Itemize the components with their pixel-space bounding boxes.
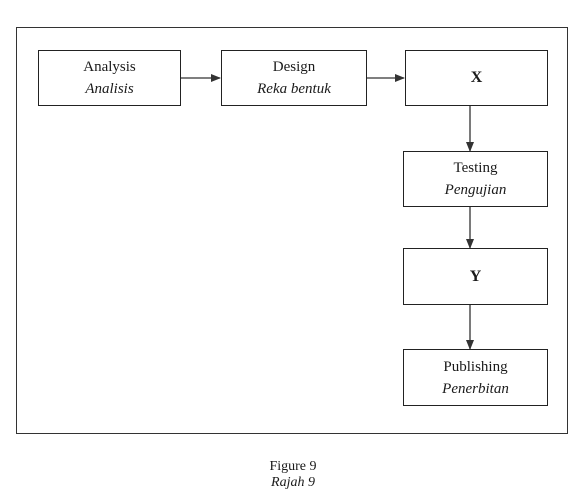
node-analysis-label-ms: Analisis <box>85 81 134 97</box>
node-testing-label-en: Testing <box>453 160 498 176</box>
node-analysis-label-en: Analysis <box>83 59 136 75</box>
node-x: X <box>405 50 548 106</box>
node-design-label-en: Design <box>272 59 316 75</box>
node-testing: Testing Pengujian <box>403 151 548 207</box>
figure-caption-ms: Rajah 9 <box>271 475 315 490</box>
node-design: Design Reka bentuk <box>221 50 367 106</box>
node-y: Y <box>403 248 548 305</box>
node-analysis: Analysis Analisis <box>38 50 181 106</box>
node-testing-label-ms: Pengujian <box>444 182 507 198</box>
node-publishing-label-en: Publishing <box>443 358 508 375</box>
node-publishing-label-ms: Penerbitan <box>442 380 509 397</box>
node-y-label: Y <box>469 267 482 285</box>
node-publishing: Publishing Penerbitan <box>403 349 548 406</box>
node-design-label-ms: Reka bentuk <box>257 81 331 97</box>
figure-caption-en: Figure 9 <box>269 459 317 474</box>
node-x-label: X <box>470 69 483 86</box>
diagram-frame <box>16 27 568 434</box>
